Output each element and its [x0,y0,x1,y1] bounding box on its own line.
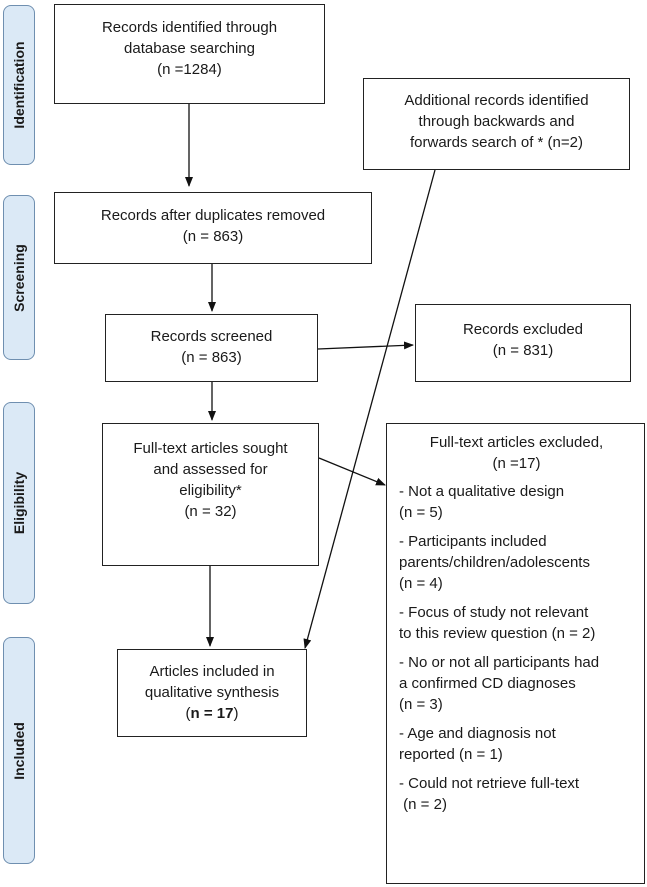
additional-records-box: Additional records identified through ba… [363,78,630,170]
articles-included-box: Articles included in qualitative synthes… [117,649,307,737]
stage-tab-eligibility: Eligibility [3,402,35,604]
full-text-excluded-box: Full-text articles excluded, (n =17) - N… [386,423,645,884]
records-excluded-box: Records excluded (n = 831) [415,304,631,382]
stage-tab-screening: Screening [3,195,35,360]
excluded-header: Full-text articles excluded, (n =17) [429,434,604,472]
records-screened-box: Records screened (n = 863) [105,314,318,382]
exclusion-reason: - Focus of study not relevant to this re… [399,604,596,642]
exclusion-reason: - Not a qualitative design (n = 5) [399,483,565,521]
exclusion-reason: - Could not retrieve full-text (n = 2) [399,775,580,813]
exclusion-reason: - Age and diagnosis not reported (n = 1) [399,725,556,763]
full-text-assessed-box: Full-text articles sought and assessed f… [102,423,319,566]
stage-tab-included: Included [3,637,35,864]
records-after-duplicates-box: Records after duplicates removed (n = 86… [54,192,372,264]
arrow-screened-to-excluded [317,341,414,350]
exclusion-reason: - No or not all participants had a confi… [399,654,600,713]
arrow-additional-to-included [303,169,436,649]
exclusion-reason: - Participants included parents/children… [399,533,590,592]
included-count: (n = 17) [185,705,239,722]
stage-tab-identification: Identification [3,5,35,165]
records-identified-box: Records identified through database sear… [54,4,325,104]
arrow-fulltext-to-excluded [318,457,386,486]
